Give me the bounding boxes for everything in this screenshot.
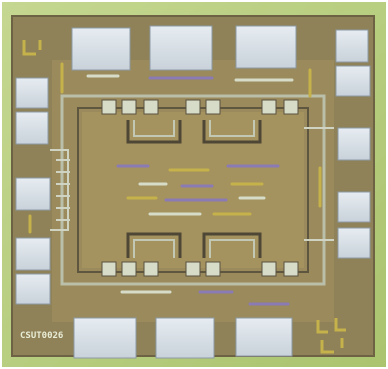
bond-pad	[71, 27, 131, 71]
bond-pad	[337, 127, 371, 161]
core-area	[82, 112, 304, 268]
bond-pad	[149, 25, 213, 71]
arch	[209, 239, 255, 258]
bond-pad	[335, 29, 369, 63]
transistor	[101, 99, 117, 115]
transistor	[101, 261, 117, 277]
transistor	[121, 99, 137, 115]
bond-pad	[15, 77, 49, 109]
bond-pads-left	[15, 77, 51, 305]
bond-pad	[335, 65, 371, 97]
arch	[202, 232, 262, 258]
transistor-row-bottom	[101, 261, 299, 277]
arch	[126, 232, 182, 258]
bond-pad	[15, 273, 51, 305]
central-resistors	[116, 164, 280, 216]
bond-pad	[15, 111, 49, 145]
transistor	[261, 261, 277, 277]
arch	[133, 120, 175, 137]
bond-pads-right	[335, 65, 371, 259]
transistor	[185, 261, 201, 277]
metal-ring	[60, 94, 326, 286]
peripheral-resistors	[28, 62, 322, 306]
right-trace	[304, 127, 334, 241]
transistor	[121, 261, 137, 277]
bond-pad	[337, 191, 371, 223]
corner-mark-tl	[22, 40, 36, 56]
transistor	[205, 261, 221, 277]
left-interconnect	[50, 149, 70, 231]
transistor	[143, 99, 159, 115]
bond-pad	[235, 25, 297, 69]
bond-pad	[337, 227, 371, 259]
corner-marks	[22, 40, 346, 354]
transistor	[205, 99, 221, 115]
bond-pad	[15, 237, 51, 271]
corner-mark-br-3	[320, 340, 334, 354]
trace	[50, 149, 69, 231]
bond-pads-top	[71, 25, 369, 71]
transistor	[143, 261, 159, 277]
arch	[133, 239, 175, 258]
bond-pad	[73, 317, 137, 359]
transistor-row-top	[101, 99, 299, 115]
bond-pads-bottom	[73, 317, 293, 359]
resistor-arches-top	[126, 120, 262, 144]
arch	[202, 120, 262, 144]
transistor	[185, 99, 201, 115]
bond-pad	[15, 177, 51, 211]
arch	[209, 120, 255, 137]
transistor	[261, 99, 277, 115]
transistor	[283, 261, 299, 277]
bond-pad	[235, 317, 293, 357]
corner-mark-br-2	[334, 318, 346, 332]
corner-mark-br	[316, 320, 328, 334]
resistor-arches-bottom-inner	[133, 239, 255, 258]
resistor-arches-top-inner	[133, 120, 255, 137]
chip-marking: CSUT0026	[20, 331, 63, 341]
transistor	[283, 99, 299, 115]
resistor-arches-bottom	[126, 232, 262, 258]
bond-pad	[155, 317, 215, 359]
arch	[126, 120, 182, 144]
